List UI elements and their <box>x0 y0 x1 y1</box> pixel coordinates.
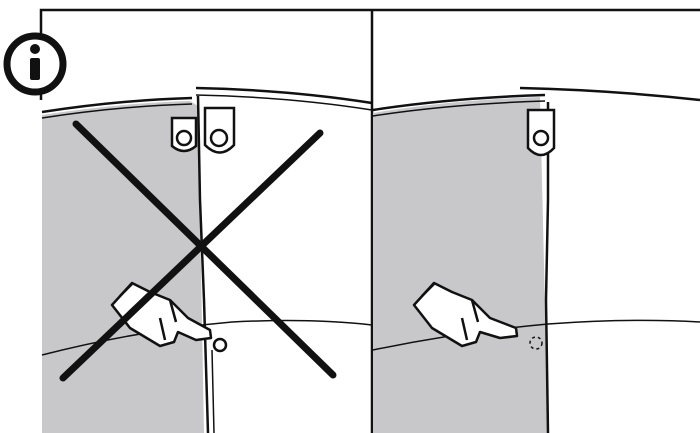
grey-panel-right <box>373 97 548 433</box>
frame-top-line <box>39 8 700 100</box>
panel-correct <box>372 86 700 433</box>
info-icon <box>3 32 67 96</box>
white-panel-edge <box>195 86 373 105</box>
peg-position-marker <box>529 336 543 350</box>
panel-incorrect <box>3 32 373 433</box>
grey-panel-edge <box>41 96 193 114</box>
grey-panel-edge-inner-right <box>372 100 546 117</box>
white-panel-edge-inner <box>195 94 373 111</box>
grey-panel-edge-right <box>372 93 546 112</box>
hinge-tab-right <box>526 108 556 157</box>
hand-pointer-icon-right <box>412 281 519 348</box>
panel-seam-2 <box>211 349 215 433</box>
grey-panel <box>42 101 204 433</box>
floor-curve-right <box>372 319 700 351</box>
peg-hole <box>212 337 228 353</box>
hinge-tab-white <box>203 106 236 154</box>
white-panel-edge-right <box>519 86 700 102</box>
grey-panel-edge-inner <box>41 103 193 119</box>
hinge-tab-grey <box>170 116 198 153</box>
cross-out-x <box>59 120 337 382</box>
